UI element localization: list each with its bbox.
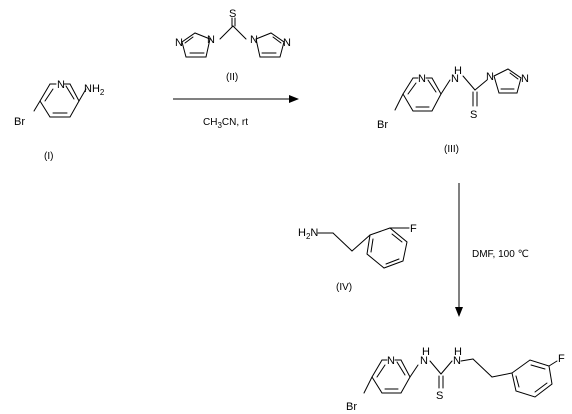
compound-ii-label: (II) [226, 72, 238, 83]
compound-iv-label: (IV) [336, 282, 352, 293]
compound-ii-s: S [229, 8, 236, 20]
compound-ii-n4: N [283, 37, 291, 49]
product-h2: H [454, 346, 462, 358]
compound-i-structure: N NH2 Br [14, 79, 105, 128]
compound-iv-f: F [410, 223, 417, 235]
product-n1: N [420, 355, 428, 367]
compound-i-label: (I) [44, 151, 53, 162]
compound-iii-n-pyridine: N [418, 73, 426, 85]
compound-iii-structure: N N H N N S Br [377, 65, 529, 131]
product-s: S [436, 390, 443, 402]
product-n2: N [453, 355, 461, 367]
compound-ii-structure: S N N N N [175, 8, 291, 58]
product-n-pyridine: N [387, 355, 395, 367]
product-f: F [558, 353, 565, 365]
compound-i-nh: NH2 [84, 83, 105, 97]
compound-iii-s: S [470, 109, 477, 121]
compound-iii-label: (III) [444, 144, 459, 155]
compound-iii-n-imidazole-1: N [486, 71, 494, 83]
compound-ii-n1: N [207, 34, 215, 46]
compound-iii-n-imidazole-2: N [521, 73, 529, 85]
step2-conditions: DMF, 100 ℃ [472, 249, 529, 260]
compound-i-n: N [57, 79, 65, 91]
compound-iii-br: Br [377, 119, 388, 131]
product-structure: N H N H N S F Br [346, 346, 565, 413]
compound-ii-n2: N [175, 37, 183, 49]
compound-iii-n-amide: N [451, 73, 459, 85]
compound-iv-structure: H2N F [298, 223, 417, 269]
step1-conditions: CH3CN, rt [203, 117, 248, 130]
product-br: Br [346, 401, 357, 413]
compound-i-br: Br [14, 116, 25, 128]
compound-iii-h: H [454, 65, 462, 77]
compound-iv-h2n: H2N [298, 227, 318, 241]
product-h1: H [422, 346, 430, 358]
compound-ii-n3: N [250, 34, 258, 46]
